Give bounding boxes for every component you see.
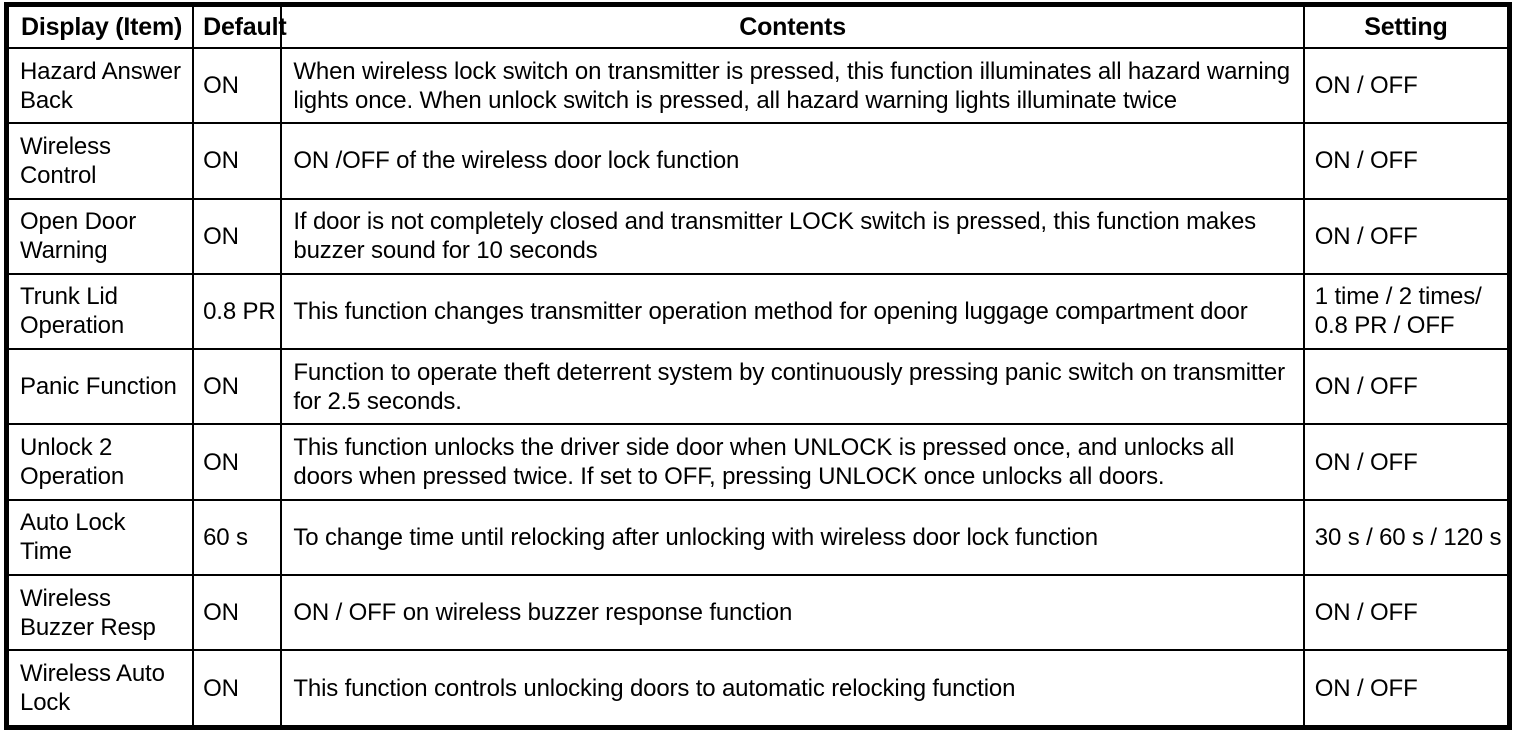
cell-default-text: ON xyxy=(203,72,239,100)
cell-contents: This function changes transmitter operat… xyxy=(280,272,1305,351)
cell-setting: 1 time / 2 times/ 0.8 PR / OFF xyxy=(1302,272,1511,351)
table-row: Auto Lock Time 60 s To change time until r… xyxy=(5,498,1511,576)
cell-contents: When wireless lock switch on transmitter… xyxy=(280,46,1305,125)
cell-contents-text: This function changes transmitter operat… xyxy=(293,297,1248,325)
cell-default: ON xyxy=(192,197,283,275)
cell-display-item: Wireless Buzzer Resp xyxy=(5,573,195,652)
cell-default: ON xyxy=(192,649,283,729)
table-row: Panic Function ON Function to operate thef… xyxy=(5,348,1511,426)
cell-default-text: ON xyxy=(203,222,239,250)
cell-setting-text: ON / OFF xyxy=(1314,222,1418,250)
cell-setting: ON / OFF xyxy=(1302,122,1511,200)
cell-contents: ON /OFF of the wireless door lock functi… xyxy=(280,122,1305,200)
cell-setting: 30 s / 60 s / 120 s xyxy=(1302,498,1511,576)
cell-display-item: Panic Function xyxy=(5,348,195,426)
column-header-setting: Setting xyxy=(1302,3,1511,49)
cell-default: 0.8 PR xyxy=(192,272,283,351)
cell-contents-text: This function controls unlocking doors t… xyxy=(293,674,1016,702)
cell-display-item: Auto Lock Time xyxy=(5,498,195,576)
table-row: Wireless Control ON ON /OFF of the wireles… xyxy=(5,122,1511,200)
cell-display-item: Unlock 2 Operation xyxy=(5,423,195,501)
table-row: Wireless Buzzer Resp ON ON / OFF on wirele… xyxy=(5,573,1511,652)
cell-display-item-text: Wireless Control xyxy=(20,132,111,189)
cell-contents-text: When wireless lock switch on transmitter… xyxy=(293,57,1290,114)
table-row: Hazard Answer Back ON When wireless lock s… xyxy=(5,46,1511,125)
cell-setting: ON / OFF xyxy=(1302,348,1511,426)
cell-contents: If door is not completely closed and tra… xyxy=(280,197,1305,275)
cell-setting-text: 30 s / 60 s / 120 s xyxy=(1314,523,1502,551)
table-row: Open Door Warning ON If door is not comple… xyxy=(5,197,1511,275)
cell-default: 60 s xyxy=(192,498,283,576)
cell-setting-text: ON / OFF xyxy=(1314,373,1418,401)
cell-setting-text: ON / OFF xyxy=(1314,599,1418,627)
cell-setting: ON / OFF xyxy=(1302,46,1511,125)
cell-setting: ON / OFF xyxy=(1302,649,1511,729)
cell-setting-text: ON / OFF xyxy=(1314,147,1418,175)
cell-setting-text: ON / OFF xyxy=(1314,72,1418,100)
cell-display-item-text: Wireless Buzzer Resp xyxy=(20,584,156,641)
cell-display-item: Trunk Lid Operation xyxy=(5,272,195,351)
cell-setting: ON / OFF xyxy=(1302,423,1511,501)
cell-contents-text: ON / OFF on wireless buzzer response fun… xyxy=(293,599,793,627)
cell-display-item: Wireless Control xyxy=(5,122,195,200)
cell-contents: This function controls unlocking doors t… xyxy=(280,649,1305,729)
cell-display-item: Hazard Answer Back xyxy=(5,46,195,125)
cell-contents: This function unlocks the driver side do… xyxy=(280,423,1305,501)
cell-default: ON xyxy=(192,573,283,652)
cell-display-item-text: Hazard Answer Back xyxy=(20,57,181,114)
cell-display-item-text: Auto Lock Time xyxy=(20,509,126,566)
cell-contents: ON / OFF on wireless buzzer response fun… xyxy=(280,573,1305,652)
cell-contents-text: ON /OFF of the wireless door lock functi… xyxy=(293,147,740,175)
cell-contents: Function to operate theft deterrent syst… xyxy=(280,348,1305,426)
cell-display-item: Open Door Warning xyxy=(5,197,195,275)
cell-display-item-text: Unlock 2 Operation xyxy=(20,434,125,491)
settings-specification-table: Display (Item) Default Contents Setting … xyxy=(4,2,1512,730)
cell-default-text: ON xyxy=(203,147,239,175)
column-header-default: Default xyxy=(192,3,287,49)
cell-default-text: 0.8 PR xyxy=(203,297,276,325)
cell-default-text: 60 s xyxy=(203,523,248,551)
cell-setting-text: ON / OFF xyxy=(1314,448,1418,476)
cell-default-text: ON xyxy=(203,674,239,702)
table-row: Unlock 2 Operation ON This function unlock… xyxy=(5,423,1511,501)
cell-default: ON xyxy=(192,122,283,200)
cell-contents-text: To change time until relocking after unl… xyxy=(293,523,1098,551)
table-row: Wireless Auto Lock ON This function contro… xyxy=(5,649,1511,729)
cell-default-text: ON xyxy=(203,373,239,401)
cell-setting-text: ON / OFF xyxy=(1314,674,1418,702)
cell-default: ON xyxy=(192,46,283,125)
cell-contents-text: This function unlocks the driver side do… xyxy=(293,434,1235,491)
column-header-display-item: Display (Item) xyxy=(5,3,195,49)
cell-setting-text: 1 time / 2 times/ 0.8 PR / OFF xyxy=(1314,283,1482,340)
cell-default-text: ON xyxy=(203,599,239,627)
cell-default-text: ON xyxy=(203,448,239,476)
table-header: Display (Item) Default Contents Setting xyxy=(5,3,1511,49)
cell-setting: ON / OFF xyxy=(1302,573,1511,652)
table-header-row: Display (Item) Default Contents Setting xyxy=(5,3,1511,49)
cell-display-item-text: Panic Function xyxy=(20,373,177,401)
cell-contents: To change time until relocking after unl… xyxy=(280,498,1305,576)
cell-default: ON xyxy=(192,423,283,501)
cell-setting: ON / OFF xyxy=(1302,197,1511,275)
cell-contents-text: If door is not completely closed and tra… xyxy=(293,208,1257,265)
cell-display-item-text: Trunk Lid Operation xyxy=(20,283,125,340)
cell-display-item-text: Wireless Auto Lock xyxy=(20,660,165,717)
cell-default: ON xyxy=(192,348,283,426)
cell-display-item: Wireless Auto Lock xyxy=(5,649,195,729)
column-header-contents: Contents xyxy=(280,3,1305,49)
cell-contents-text: Function to operate theft deterrent syst… xyxy=(293,358,1285,415)
table-row: Trunk Lid Operation 0.8 PR This function c… xyxy=(5,272,1511,351)
cell-display-item-text: Open Door Warning xyxy=(20,208,137,265)
